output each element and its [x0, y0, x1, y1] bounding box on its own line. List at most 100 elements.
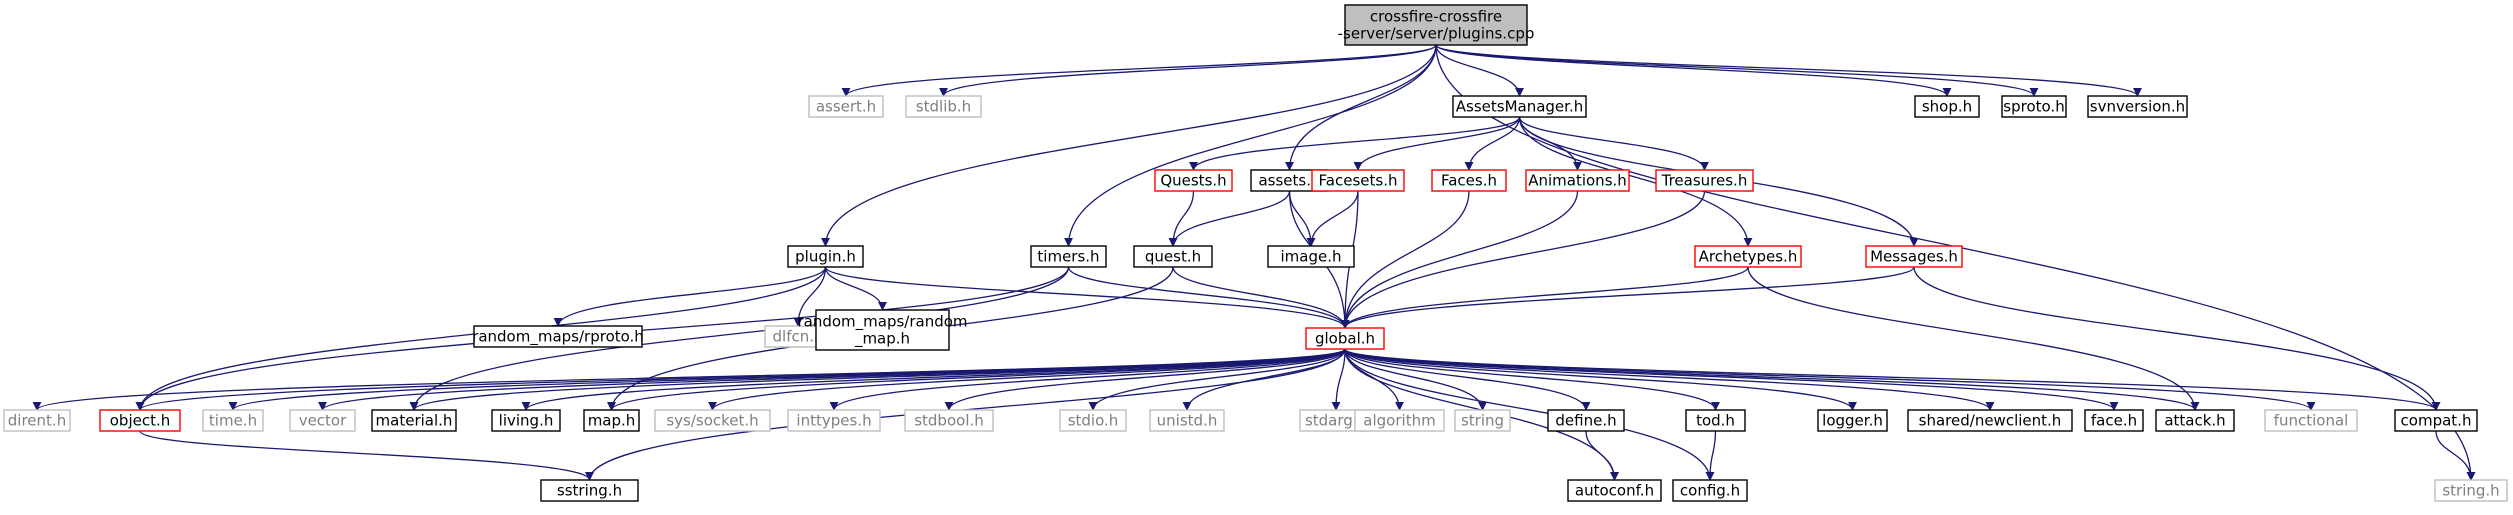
edge-timers-to-material [409, 266, 1070, 411]
node-label: map.h [588, 412, 636, 430]
node-svnversion[interactable]: svnversion.h [2087, 95, 2188, 118]
node-algorithm[interactable]: algorithm [1354, 409, 1445, 432]
edge-root-to-assert [841, 44, 1437, 97]
node-box [1311, 169, 1405, 192]
node-box [1694, 245, 1802, 268]
node-label: stdlib.h [916, 98, 971, 116]
node-map[interactable]: map.h [583, 409, 640, 432]
node-compat[interactable]: compat.h [2394, 409, 2478, 432]
node-face[interactable]: face.h [2084, 409, 2144, 432]
node-box [1154, 169, 1233, 192]
node-autoconf[interactable]: autoconf.h [1567, 479, 1662, 502]
node-treasures[interactable]: Treasures.h [1655, 169, 1754, 192]
node-label: sys/socket.h [666, 412, 758, 430]
node-box [1305, 327, 1385, 350]
node-stdlib[interactable]: stdlib.h [905, 95, 982, 118]
node-quest[interactable]: quest.h [1133, 245, 1213, 268]
edge-root-to-svnversion [1435, 44, 2142, 97]
node-living[interactable]: living.h [491, 409, 561, 432]
node-messages[interactable]: Messages.h [1865, 245, 1963, 268]
node-box [1431, 169, 1507, 192]
node-label: shop.h [1922, 98, 1972, 116]
edge-root-to-stdlib [939, 44, 1437, 97]
node-box [1149, 409, 1225, 432]
node-attack[interactable]: attack.h [2155, 409, 2235, 432]
node-label: crossfire-crossfire [1370, 8, 1502, 26]
node-material[interactable]: material.h [371, 409, 457, 432]
node-box [1865, 245, 1963, 268]
node-assets[interactable]: assets.h [1250, 169, 1329, 192]
node-inttypes[interactable]: inttypes.h [787, 409, 881, 432]
node-plugin[interactable]: plugin.h [787, 245, 864, 268]
node-tod[interactable]: tod.h [1685, 409, 1746, 432]
node-label: Quests.h [1160, 172, 1226, 190]
node-define[interactable]: define.h [1547, 409, 1625, 432]
edge-root-to-timers [1064, 44, 1437, 247]
node-box [2264, 409, 2358, 432]
node-quests[interactable]: Quests.h [1154, 169, 1233, 192]
node-facesets[interactable]: Facesets.h [1311, 169, 1405, 192]
node-stringh[interactable]: string.h [2434, 479, 2508, 502]
edge-global-to-stdio [1088, 348, 1346, 411]
node-box [2001, 95, 2067, 118]
node-label: image.h [1281, 248, 1342, 266]
node-unistd[interactable]: unistd.h [1149, 409, 1225, 432]
node-label: stdarg.h [1305, 412, 1367, 430]
node-label: tod.h [1696, 412, 1735, 430]
node-syssocket[interactable]: sys/socket.h [654, 409, 771, 432]
node-functional[interactable]: functional [2264, 409, 2358, 432]
node-shop[interactable]: shop.h [1914, 95, 1980, 118]
edge-assetsmgr-to-quests [1189, 116, 1521, 171]
edge-global-to-compat [1344, 348, 2441, 411]
node-label: Animations.h [1528, 172, 1627, 190]
edge-global-to-time [228, 348, 1346, 411]
node-stdio[interactable]: stdio.h [1059, 409, 1127, 432]
node-box [289, 409, 356, 432]
edge-messages-to-global [1340, 266, 1915, 329]
edge-animations-to-global [1340, 190, 1579, 329]
node-root[interactable]: crossfire-crossfire-server/server/plugin… [1338, 4, 1535, 46]
node-global[interactable]: global.h [1305, 327, 1385, 350]
edge-facesets-to-image [1306, 190, 1359, 247]
node-sproto[interactable]: sproto.h [2001, 95, 2067, 118]
node-randommap[interactable]: random_maps/random_map.h [797, 309, 968, 351]
node-stdbool[interactable]: stdbool.h [904, 409, 994, 432]
edge-define-to-autoconf [1585, 430, 1619, 481]
node-label: -server/server/plugins.cpp [1338, 25, 1535, 43]
edge-assetsmgr-to-faces [1464, 116, 1521, 171]
node-image[interactable]: image.h [1267, 245, 1355, 268]
node-box [473, 325, 643, 348]
node-rproto[interactable]: random_maps/rproto.h [472, 325, 644, 348]
node-stdarg[interactable]: stdarg.h [1299, 409, 1373, 432]
edge-global-to-define [1344, 348, 1591, 411]
node-timers[interactable]: timers.h [1030, 245, 1107, 268]
node-newclient[interactable]: shared/newclient.h [1907, 409, 2073, 432]
node-vector[interactable]: vector [289, 409, 356, 432]
node-label: algorithm [1363, 412, 1435, 430]
node-box [808, 95, 884, 118]
edge-plugin-to-global [824, 266, 1350, 329]
node-faces[interactable]: Faces.h [1431, 169, 1507, 192]
edge-root-to-sproto [1435, 44, 2039, 97]
node-box [787, 245, 864, 268]
node-label: random_maps/rproto.h [472, 328, 644, 347]
nodes-layer: crossfire-crossfire-server/server/plugin… [3, 4, 2508, 502]
node-animations[interactable]: Animations.h [1525, 169, 1630, 192]
node-box [787, 409, 881, 432]
node-label: dirent.h [8, 412, 66, 430]
node-box [583, 409, 640, 432]
node-string[interactable]: string [1454, 409, 1511, 432]
node-config[interactable]: config.h [1672, 479, 1748, 502]
node-sstring[interactable]: sstring.h [540, 479, 639, 502]
node-dirent[interactable]: dirent.h [3, 409, 71, 432]
edge-global-to-face [1344, 348, 2119, 411]
node-label: compat.h [2401, 412, 2472, 430]
node-logger[interactable]: logger.h [1817, 409, 1888, 432]
node-assetsmgr[interactable]: AssetsManager.h [1452, 95, 1587, 118]
node-time[interactable]: time.h [202, 409, 264, 432]
node-object[interactable]: object.h [99, 409, 181, 432]
edge-plugin-to-randommap [824, 266, 887, 311]
node-assert[interactable]: assert.h [808, 95, 884, 118]
node-dlfcn[interactable]: dlfcn.h [764, 325, 832, 348]
node-archetypes[interactable]: Archetypes.h [1694, 245, 1802, 268]
